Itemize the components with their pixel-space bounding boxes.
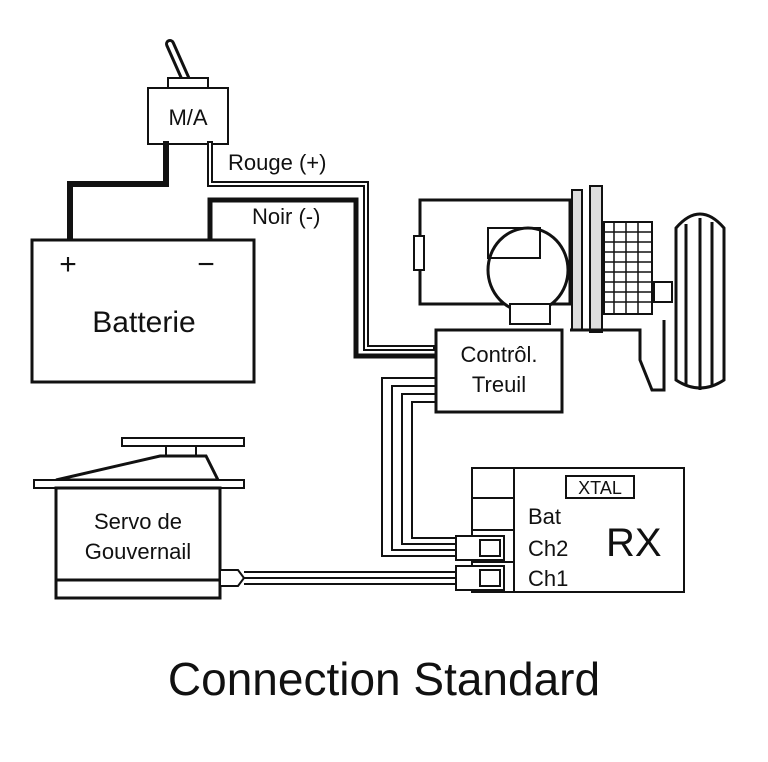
receiver: XTAL Bat Ch2 Ch1 RX: [471, 467, 685, 593]
battery: + − Batterie: [30, 238, 256, 384]
servo-body: [54, 486, 222, 588]
switch-label: M/A: [168, 105, 207, 130]
red-wire-label: Rouge (+): [228, 150, 326, 175]
battery-box: [30, 238, 256, 384]
battery-minus: −: [197, 248, 215, 281]
black-wire: [207, 197, 435, 359]
winch-motor-icon: [413, 185, 726, 392]
black-wire-label: Noir (-): [252, 204, 320, 229]
battery-wires: [67, 141, 435, 359]
servo-cable: [244, 571, 456, 585]
toggle-lever-icon: [165, 39, 209, 89]
servo-horn-icon: [121, 437, 245, 457]
connector-plugs: [455, 535, 505, 591]
diagram-caption: Connection Standard: [167, 653, 601, 705]
receiver-channel-ch1: Ch1: [528, 566, 568, 591]
crystal-label: XTAL: [578, 478, 622, 498]
switch-box: [147, 87, 229, 145]
winch-controller: Contrôl. Treuil: [434, 328, 564, 414]
toggle-switch: M/A: [147, 39, 229, 145]
positive-lead-wire: [67, 141, 169, 243]
receiver-channel-bat: Bat: [528, 504, 561, 529]
controller-cable: [381, 377, 456, 557]
crystal-box: [565, 475, 635, 499]
receiver-channel-ch2: Ch2: [528, 536, 568, 561]
controller-box: [434, 328, 564, 414]
servo: [33, 437, 456, 600]
battery-plus: +: [59, 248, 77, 281]
servo-label-line2: Gouvernail: [85, 539, 191, 564]
battery-label: Batterie: [92, 306, 195, 339]
servo-label-line1: Servo de: [94, 509, 182, 534]
receiver-title: RX: [606, 521, 662, 565]
controller-label-line1: Contrôl.: [460, 342, 537, 367]
controller-label-line2: Treuil: [472, 372, 526, 397]
